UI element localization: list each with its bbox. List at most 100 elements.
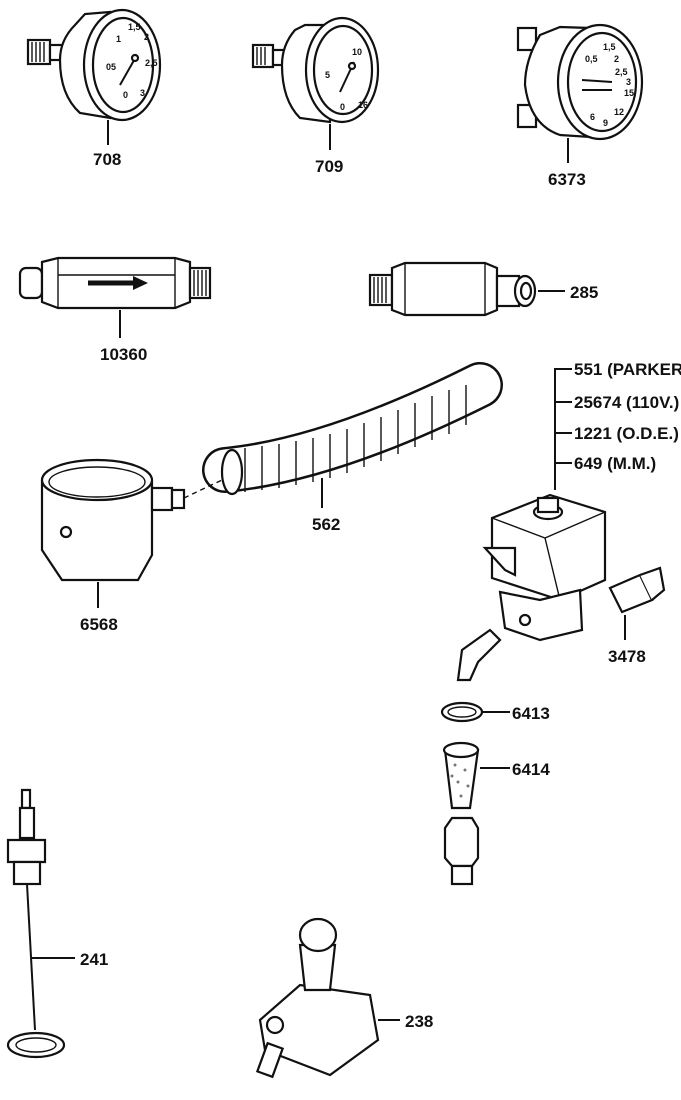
drawing-stroke (244, 385, 467, 492)
solenoid-valve: 551 (PARKER) 25674 (110V.) 1221 (O.D.E.)… (456, 360, 681, 682)
gauge-708: 0 05 1 1,5 2 2,5 3 708 (26, 8, 162, 169)
drawing-stroke (40, 480, 154, 582)
drawing-stroke (18, 806, 36, 840)
drawing-stroke (312, 24, 374, 116)
drawing-stroke (255, 1041, 285, 1079)
drawing-stroke (347, 61, 357, 71)
label-241: 241 (80, 950, 108, 969)
drawing-stroke (204, 364, 501, 491)
drawing-stroke (519, 281, 533, 301)
drawing-stroke (6, 838, 47, 864)
drawing-stroke (244, 385, 467, 492)
label-10360: 10360 (100, 345, 147, 364)
label-708: 708 (93, 150, 121, 169)
drawing-stroke (256, 47, 266, 65)
drawing-stroke (490, 493, 607, 602)
gauge-6373: 0,5 1,5 2 2,5 3 15 12 9 6 6373 (516, 23, 644, 189)
cup-6568: 6568 (40, 458, 223, 634)
drawing-stroke (373, 277, 387, 303)
dial-number: 1 (116, 34, 121, 44)
drawing-stroke (447, 706, 477, 718)
drawing-stroke (442, 741, 480, 759)
dial-number: 9 (603, 118, 608, 128)
drawing-stroke (459, 794, 463, 798)
drawing-stroke (498, 588, 584, 642)
label-25674-110v: 25674 (110V.) (574, 393, 679, 412)
drawing-stroke (40, 458, 154, 502)
drawing-stroke (6, 1031, 66, 1059)
drawing-stroke (453, 763, 457, 767)
dial-number: 0 (123, 90, 128, 100)
gauge-709: 0 5 10 16 709 (251, 16, 380, 176)
drawing-stroke (251, 43, 275, 69)
dial-number: 1,5 (128, 22, 141, 32)
dial-number: 3 (140, 88, 145, 98)
label-3478: 3478 (608, 647, 646, 666)
filter-6414: 6414 (442, 741, 550, 886)
drawing-stroke (220, 448, 244, 496)
drawing-stroke (639, 566, 666, 601)
drawing-stroke (20, 788, 32, 810)
drawing-stroke (536, 496, 560, 514)
drawing-stroke (443, 748, 480, 810)
dial-number: 3 (626, 77, 631, 87)
label-285: 285 (570, 283, 598, 302)
drawing-stroke (193, 270, 207, 296)
dial-number: 0 (340, 102, 345, 112)
dial-number: 16 (358, 100, 368, 110)
label-709: 709 (315, 157, 343, 176)
dial-number: 15 (624, 88, 634, 98)
drawing-stroke (450, 864, 474, 886)
valve-body-238: 238 (255, 917, 433, 1079)
fitting-3478: 3478 (608, 566, 666, 666)
drawing-stroke (48, 466, 146, 498)
label-6373: 6373 (548, 170, 586, 189)
drawing-stroke (59, 525, 73, 539)
dial-number: 2,5 (145, 58, 158, 68)
label-562: 562 (312, 515, 340, 534)
drawing-stroke (130, 53, 140, 63)
drawing-stroke (544, 537, 561, 601)
dial-number: 1,5 (603, 42, 616, 52)
hose-562: 562 (202, 362, 503, 534)
drawing-stroke (26, 883, 36, 1031)
drawing-stroke (183, 479, 223, 499)
drawing-stroke (18, 266, 44, 300)
drawing-stroke (482, 546, 517, 577)
drawing-stroke (456, 628, 502, 682)
drawing-stroke (516, 26, 538, 52)
drawing-stroke (466, 784, 470, 788)
fitting-285: 285 (368, 261, 598, 317)
label-6568: 6568 (80, 615, 118, 634)
drawing-stroke (133, 276, 148, 290)
drawing-stroke (188, 266, 212, 300)
drawing-stroke (265, 1015, 285, 1035)
dial-number: 5 (325, 70, 330, 80)
dial-number: 2 (614, 54, 619, 64)
drawing-stroke (456, 780, 460, 784)
label-551-parker: 551 (PARKER) (574, 360, 681, 379)
label-238: 238 (405, 1012, 433, 1031)
drawing-stroke (390, 261, 499, 317)
drawing-stroke (91, 16, 155, 114)
drawing-stroke (298, 917, 338, 953)
drawing-stroke (15, 1037, 57, 1053)
o-ring-6413: 6413 (440, 701, 550, 723)
dial-number: 2,5 (615, 67, 628, 77)
drawing-stroke (463, 768, 467, 772)
drawing-stroke (450, 774, 454, 778)
drawing-stroke (443, 816, 480, 868)
probe-241: 241 (6, 788, 108, 1059)
drawing-stroke (31, 42, 45, 62)
drawing-stroke (518, 613, 532, 627)
drawing-stroke (150, 486, 174, 512)
label-6413: 6413 (512, 704, 550, 723)
dial-number: 0,5 (585, 54, 598, 64)
label-1221-ode: 1221 (O.D.E.) (574, 424, 679, 443)
drawing-stroke (170, 488, 186, 510)
label-6414: 6414 (512, 760, 550, 779)
dial-number: 05 (106, 62, 116, 72)
label-649-mm: 649 (M.M.) (574, 454, 656, 473)
dial-number: 2 (144, 32, 149, 42)
